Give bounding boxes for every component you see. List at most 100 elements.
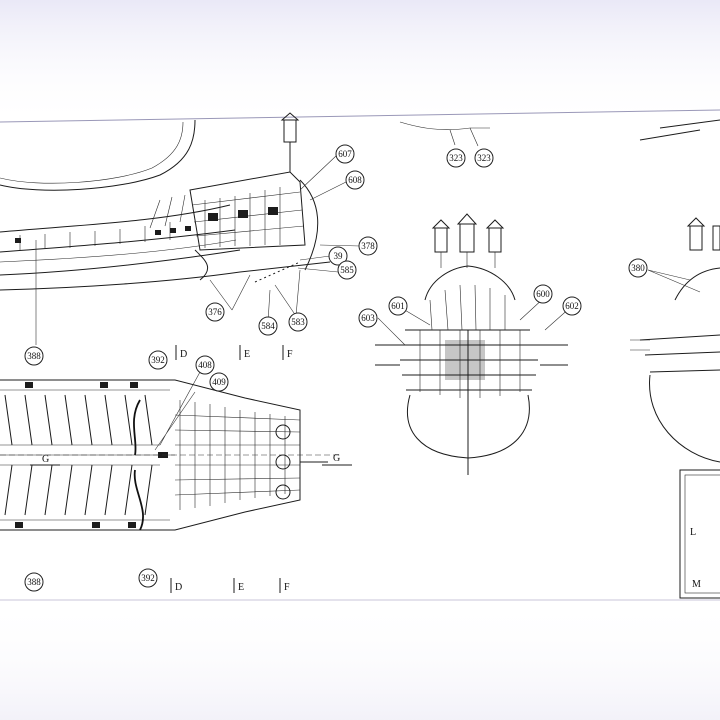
callout-circle [446,148,466,168]
callout-number: 388 [27,351,41,361]
callout-c392a: 392 [148,350,168,370]
callout-number: 323 [477,153,491,163]
lantern-cap [280,112,300,121]
callout-number: 583 [291,317,305,327]
stern-detail [445,340,485,380]
side-guns [375,344,568,366]
top-shadow [0,0,720,125]
callout-circle [388,296,408,316]
leader-lines-bottom [209,269,301,323]
callout-number: 408 [198,360,212,370]
callout-circle [138,568,158,588]
title-line: M [692,579,701,590]
callout-c408: 408 [195,355,215,375]
right-partial-view [630,217,720,463]
callout-circle [209,372,229,392]
gunports [15,226,191,243]
callout-circle [328,246,348,266]
rail-2 [0,229,236,253]
section-label-e: E [244,349,250,360]
section-label-d: D [175,582,182,593]
section-label-f: F [287,349,293,360]
callout-c39: 39 [328,246,348,266]
leader-408-409 [154,371,201,451]
callout-number: 376 [208,307,222,317]
section-label-g: G [42,454,49,465]
callout-number: 392 [141,573,155,583]
rail-3 [0,249,241,276]
tackle-line [254,261,301,283]
callout-c601: 601 [388,296,408,316]
stern-top [424,265,516,301]
capstan [275,484,291,500]
callout-c608: 608 [345,170,365,190]
stern-castle [189,171,306,251]
callout-circle [628,258,648,278]
callout-number: 323 [449,153,463,163]
callout-c409: 409 [209,372,229,392]
callout-circle [533,284,553,304]
right-galleries [639,334,720,373]
callout-number: 602 [565,301,579,311]
callout-c376: 376 [205,302,225,322]
yard [399,121,490,130]
stern-castle-posts [204,187,281,248]
callout-number: 392 [151,355,165,365]
mast-stays [149,194,186,229]
section-markers-lower [170,578,281,593]
callout-number: 600 [536,289,550,299]
rope [133,399,141,456]
callout-circle [474,148,494,168]
section-markers-upper [175,345,284,360]
callout-c583: 583 [288,312,308,332]
callout-c602: 602 [562,296,582,316]
title-frame [679,469,720,599]
quarter-gallery [194,249,209,281]
title-block [679,469,720,599]
window [208,213,218,221]
callout-number: 603 [361,313,375,323]
rigging-fragment [399,119,720,147]
callout-c388b: 388 [24,572,44,592]
callout-circle [335,144,355,164]
callout-circle [24,572,44,592]
section-label-d: D [180,349,187,360]
right-guns [630,339,650,351]
wale-line [0,239,237,263]
section-label-e: E [238,582,244,593]
callout-c378: 378 [358,236,378,256]
deck-plan-view [0,371,352,531]
callout-circle [258,316,278,336]
callout-c607: 607 [335,144,355,164]
callout-circle [148,350,168,370]
section-label-g: G [333,453,340,464]
callout-circle [562,296,582,316]
callout-number: 608 [348,175,362,185]
callout-circle [205,302,225,322]
callout-c392b: 392 [138,568,158,588]
callout-circle [337,260,357,280]
callout-c380: 380 [628,258,648,278]
callout-c600: 600 [533,284,553,304]
stern-top-ribs [429,284,506,331]
rudder [299,179,319,271]
stern-view [375,213,573,475]
keel-line [0,261,331,291]
right-hull [649,374,720,463]
leader-lines [297,155,361,273]
stern-mullions [419,330,521,398]
callout-c603: 603 [358,308,378,328]
stern-galleries [398,344,540,391]
callout-c323b: 323 [474,148,494,168]
deck-margin [0,389,170,521]
rail-1 [0,204,231,233]
callout-circle [288,312,308,332]
callout-number: 607 [338,149,352,159]
title-inner-frame [684,474,720,594]
lantern-group [431,213,505,268]
window [268,207,278,215]
